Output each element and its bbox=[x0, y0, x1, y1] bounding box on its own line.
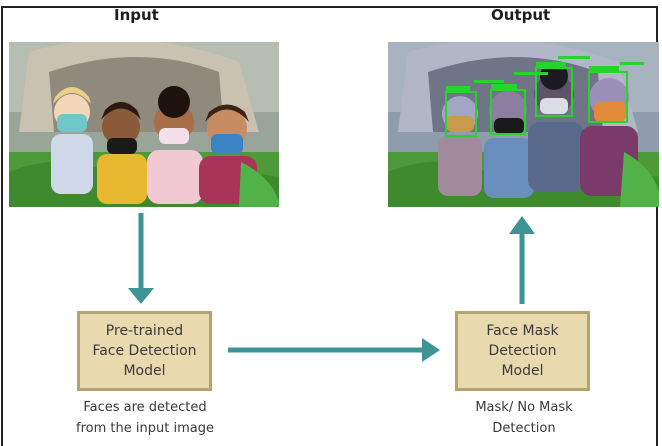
arrow-right bbox=[228, 338, 440, 362]
face-detection-model-box: Pre-trained Face Detection Model bbox=[77, 311, 212, 391]
mask-detection-model-label: Face Mask Detection Model bbox=[486, 323, 559, 379]
output-heading: Output bbox=[491, 6, 551, 24]
arrow-up bbox=[509, 216, 535, 304]
input-image bbox=[9, 42, 279, 207]
face-detection-caption: Faces are detected from the input image bbox=[76, 400, 214, 436]
input-heading: Input bbox=[114, 6, 159, 24]
diagram-frame bbox=[1, 6, 658, 446]
output-image bbox=[388, 42, 659, 207]
face-detection-model-label: Pre-trained Face Detection Model bbox=[92, 323, 197, 379]
mask-detection-caption: Mask/ No Mask Detection bbox=[475, 400, 573, 436]
mask-detection-model-box: Face Mask Detection Model bbox=[455, 311, 590, 391]
arrow-down bbox=[128, 213, 154, 304]
